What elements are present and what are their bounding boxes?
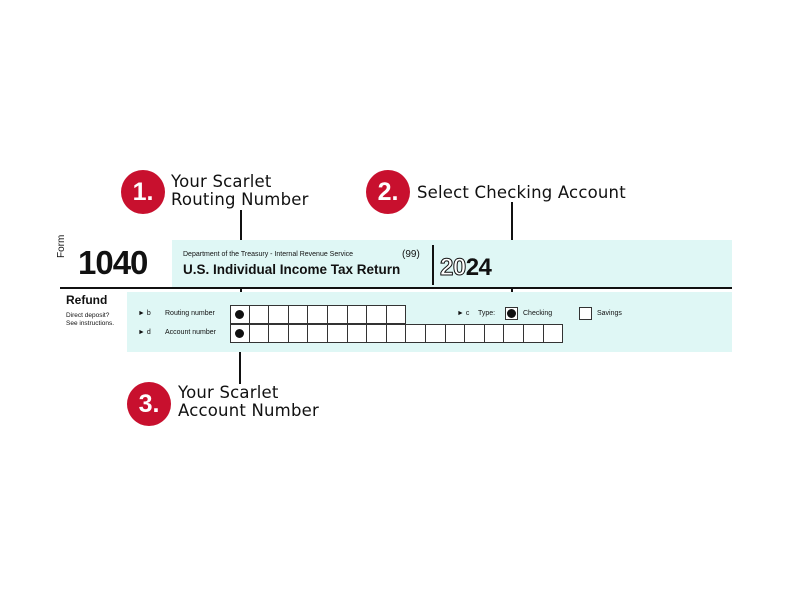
account-digit-cell[interactable] (504, 324, 524, 343)
refund-band (127, 292, 732, 352)
row-b-marker: ► b (138, 310, 151, 317)
account-digit-cell[interactable] (425, 324, 446, 343)
account-digit-cell[interactable] (543, 324, 564, 343)
account-digit-cell[interactable] (249, 324, 270, 343)
account-digit-cell[interactable] (230, 324, 250, 343)
callout-2-badge: 2. (366, 170, 410, 214)
account-digit-cell[interactable] (327, 324, 348, 343)
form-word: Form (56, 234, 67, 258)
form-code: (99) (402, 249, 420, 260)
savings-label: Savings (597, 310, 622, 317)
callout-1-line2: Routing Number (171, 190, 309, 209)
account-digit-cell[interactable] (484, 324, 505, 343)
refund-sub-line2: See instructions. (66, 320, 115, 327)
year-divider (432, 245, 434, 285)
routing-number-label: Routing number (165, 310, 215, 317)
checking-checkbox[interactable] (505, 307, 518, 320)
type-label: Type: (478, 310, 496, 317)
account-digit-cell[interactable] (386, 324, 407, 343)
account-digit-cell[interactable] (523, 324, 544, 343)
routing-digit-cell[interactable] (327, 305, 348, 324)
callout-3-line1: Your Scarlet (178, 383, 279, 402)
account-digit-cell[interactable] (269, 324, 289, 343)
callout-3-leader (239, 334, 241, 384)
account-number-label: Account number (165, 329, 216, 336)
routing-digit-cell[interactable] (249, 305, 270, 324)
routing-digit-cell[interactable] (347, 305, 368, 324)
year-solid-digits: 24 (465, 254, 492, 281)
account-digit-cell[interactable] (367, 324, 387, 343)
callout-3-badge: 3. (127, 382, 171, 426)
form-year: 2024 (440, 254, 492, 282)
callout-1-line1: Your Scarlet (171, 172, 272, 191)
account-number-field[interactable] (230, 324, 564, 343)
form-title: U.S. Individual Income Tax Return (183, 262, 401, 277)
routing-digit-cell[interactable] (367, 305, 387, 324)
account-digit-cell[interactable] (465, 324, 485, 343)
callout-2-text: Select Checking Account (417, 183, 626, 202)
account-digit-cell[interactable] (406, 324, 426, 343)
refund-subtext: Direct deposit? See instructions. (66, 312, 114, 328)
row-d-marker: ► d (138, 329, 151, 336)
callout-1-text: Your Scarlet Routing Number (171, 173, 309, 209)
callout-3-line2: Account Number (178, 401, 319, 420)
savings-checkbox[interactable] (579, 307, 592, 320)
refund-sub-line1: Direct deposit? (66, 312, 110, 319)
year-outline-digits: 20 (440, 254, 467, 282)
routing-digit-cell[interactable] (269, 305, 289, 324)
checking-label: Checking (523, 310, 553, 317)
checking-selected-dot (507, 309, 516, 318)
account-digit-cell[interactable] (445, 324, 466, 343)
account-digit-cell[interactable] (288, 324, 309, 343)
callout-1-badge: 1. (121, 170, 165, 214)
account-digit-cell[interactable] (347, 324, 368, 343)
department-text: Department of the Treasury - Internal Re… (183, 251, 354, 258)
header-bottom-rule (60, 287, 732, 289)
callout-3-text: Your Scarlet Account Number (178, 384, 319, 420)
row-c-marker: ► c (457, 310, 470, 317)
form-header-band (172, 240, 732, 287)
account-digit-cell[interactable] (308, 324, 328, 343)
routing-callout-dot (235, 310, 244, 319)
routing-digit-cell[interactable] (230, 305, 250, 324)
refund-label: Refund (66, 293, 108, 307)
routing-number-field[interactable] (230, 305, 407, 324)
routing-digit-cell[interactable] (386, 305, 407, 324)
form-number: 1040 (78, 244, 148, 281)
routing-digit-cell[interactable] (308, 305, 328, 324)
account-callout-dot (235, 329, 244, 338)
routing-digit-cell[interactable] (288, 305, 309, 324)
